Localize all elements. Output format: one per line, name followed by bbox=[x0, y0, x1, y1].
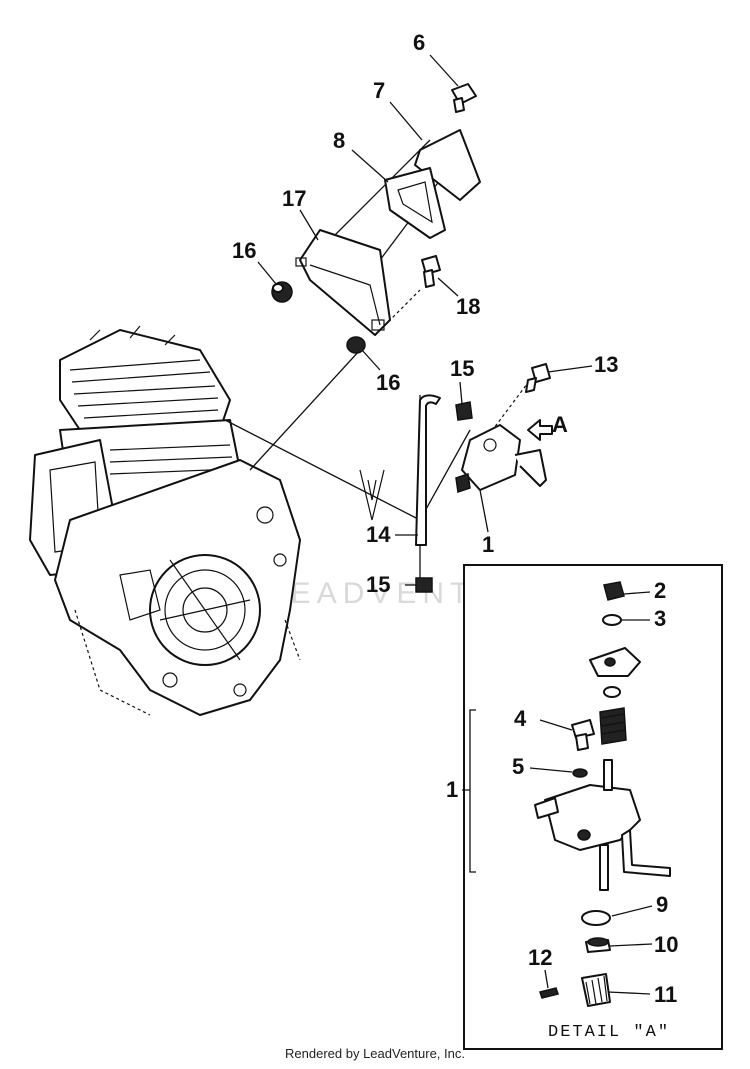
callout-7: 7 bbox=[373, 78, 385, 103]
part-8-gasket bbox=[384, 167, 446, 239]
callout-12: 12 bbox=[528, 945, 552, 970]
callout-8: 8 bbox=[333, 128, 345, 153]
callout-17: 17 bbox=[282, 186, 306, 211]
part-9-o-ring bbox=[581, 910, 611, 926]
part-3-washer bbox=[602, 614, 622, 626]
callout-5: 5 bbox=[512, 754, 524, 779]
part-7-cover-plate bbox=[414, 129, 481, 201]
callout-3: 3 bbox=[654, 606, 666, 631]
detail-bracket bbox=[462, 709, 476, 873]
detail-a-title: DETAIL "A" bbox=[548, 1023, 670, 1042]
part-14-hose bbox=[415, 394, 441, 546]
part-4-bolt bbox=[571, 719, 595, 739]
callout-13: 13 bbox=[594, 352, 618, 377]
part-18-bolt bbox=[421, 255, 441, 288]
part-12-pin bbox=[539, 987, 559, 999]
part-17-cover bbox=[295, 229, 391, 336]
part-2-nut bbox=[603, 581, 625, 601]
callout-4: 4 bbox=[514, 706, 527, 731]
callout-6: 6 bbox=[413, 30, 425, 55]
arrow-a-label: A bbox=[552, 412, 568, 437]
callout-leaders bbox=[257, 54, 593, 586]
render-credit: Rendered by LeadVenture, Inc. bbox=[285, 1046, 465, 1061]
view-arrow-a: A bbox=[527, 412, 568, 441]
part-6-bolt bbox=[451, 83, 477, 113]
callout-16-bottom: 16 bbox=[376, 370, 400, 395]
part-1-oil-pump bbox=[455, 424, 547, 493]
callout-14: 14 bbox=[366, 522, 391, 547]
callout-9: 9 bbox=[656, 892, 668, 917]
part-16-grommet-bottom bbox=[346, 336, 366, 354]
callout-15-bottom: 15 bbox=[366, 572, 390, 597]
detail-a-panel: DETAIL "A" bbox=[463, 564, 723, 1050]
part-5-washer bbox=[572, 768, 588, 778]
part-16-grommet-top bbox=[271, 281, 293, 303]
callout-2: 2 bbox=[654, 578, 666, 603]
part-15-clamp-bottom bbox=[415, 577, 433, 593]
callout-18: 18 bbox=[456, 294, 480, 319]
callout-labels: 6 7 8 17 16 18 16 15 13 14 1 15 2 3 4 5 … bbox=[232, 30, 678, 1007]
callout-1-detail: 1 bbox=[446, 777, 458, 802]
callout-1: 1 bbox=[482, 532, 494, 557]
part-15-clamp-top bbox=[455, 401, 473, 421]
part-13-bolt bbox=[525, 363, 551, 393]
callout-11: 11 bbox=[654, 982, 677, 1007]
engine-block bbox=[29, 325, 301, 716]
callout-15-top: 15 bbox=[450, 356, 474, 381]
callout-10: 10 bbox=[654, 932, 678, 957]
callout-16-top: 16 bbox=[232, 238, 256, 263]
